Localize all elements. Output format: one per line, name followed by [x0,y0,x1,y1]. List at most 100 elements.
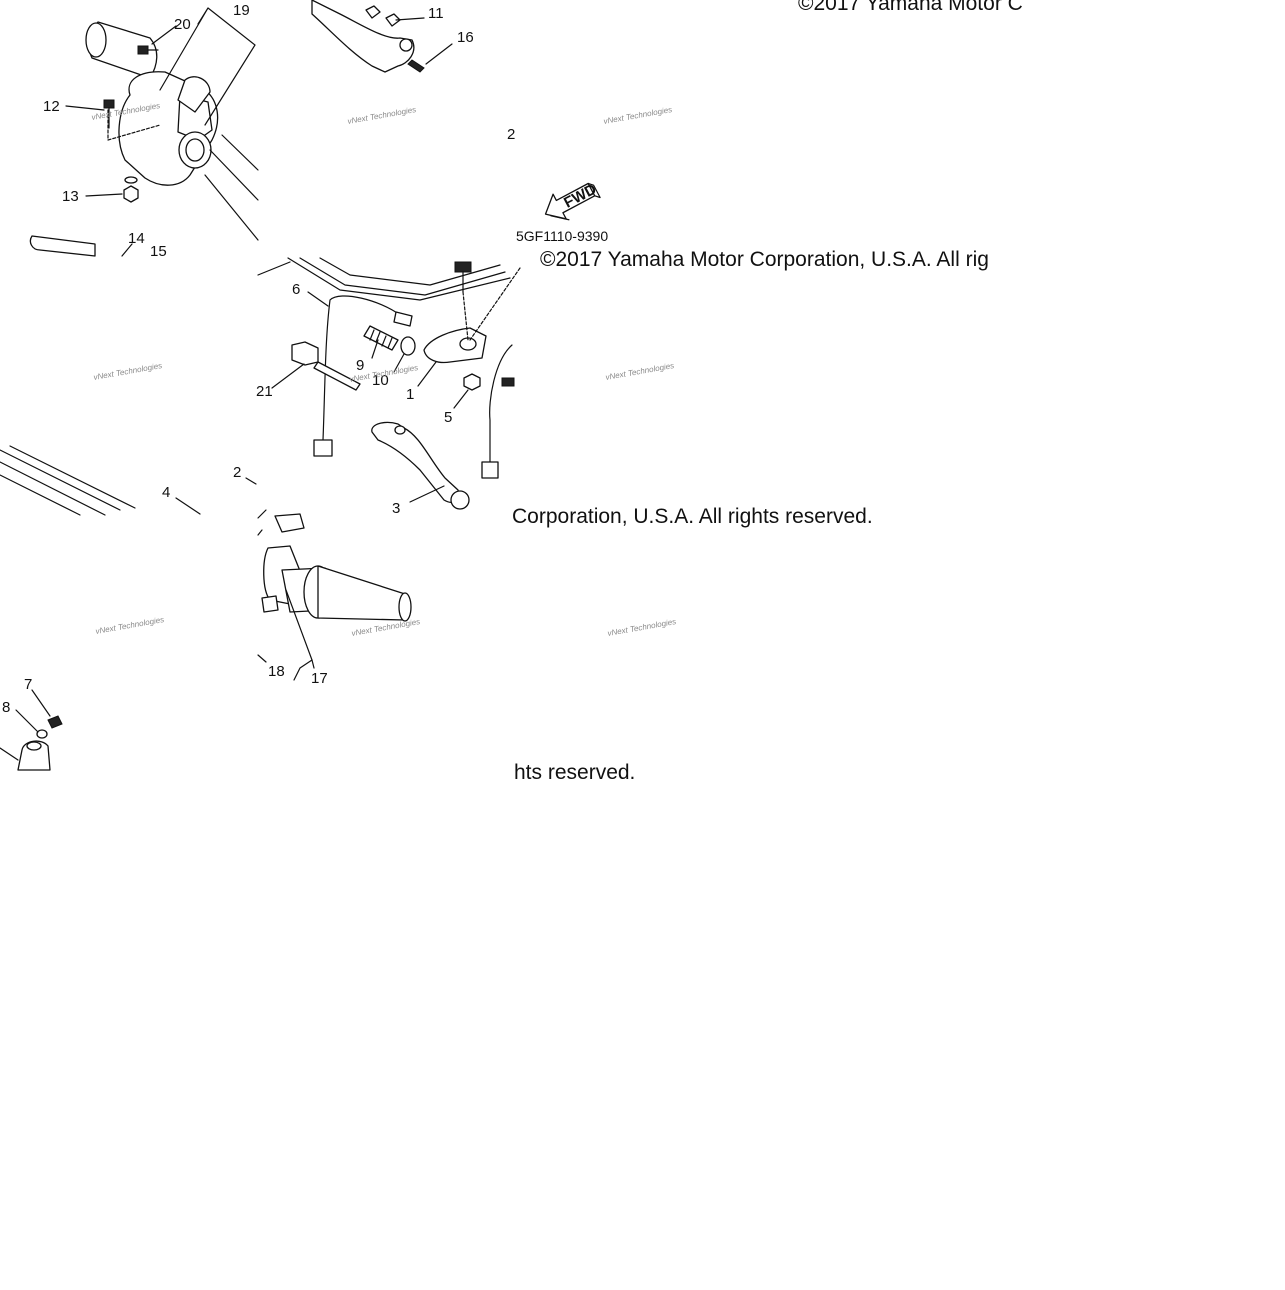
copyright-line-1: ©2017 Yamaha Motor C [798,0,1023,15]
brake-lever-part [311,0,415,73]
cable-end-14 [29,235,96,257]
connector-part [313,439,333,457]
tile-fwd: FWD [544,181,601,221]
leader-3 [409,485,445,503]
washer-13 [124,176,138,184]
washer-8 [36,729,48,739]
screw-20 [137,45,149,55]
callout-17: 17 [311,670,328,687]
nut-5 [463,373,481,391]
grip-end [85,22,107,58]
callout-14: 14 [128,230,145,247]
leader-7 [31,689,51,717]
leader-6 [307,291,329,307]
leader-16 [425,43,453,65]
lever-ball-end [450,490,470,510]
leader-17 [293,659,315,681]
right-screw [501,377,515,387]
tile-brake-lever [257,257,521,510]
tile-lever-top [311,0,453,73]
callout-19: 19 [233,2,250,19]
callout-9: 9 [356,357,364,374]
bracket-hole [26,741,42,751]
leader-20 [151,25,177,45]
callout-5: 5 [444,409,452,426]
fwd-label: FWD [561,181,599,212]
lever-pivot-hole [394,425,406,435]
bar-stub [257,509,267,536]
spring-9 [363,325,399,351]
watermark: vNext Technologies [95,615,165,636]
watermark: vNext Technologies [347,105,417,126]
leader-14 [121,243,133,257]
callout-1: 1 [406,386,414,403]
tile-throttle-housing [29,7,259,257]
screw-12 [103,99,115,109]
switch-clamp [274,513,305,533]
fwd-arrow-icon: FWD [544,181,601,221]
body-line-left [257,261,291,276]
handlebar-lines [204,134,259,241]
callout-20: 20 [174,16,191,33]
assembly-line [107,109,161,141]
bolt-part [454,261,472,273]
callout-11: 11 [428,5,444,22]
screw-7 [47,715,63,729]
watermark: vNext Technologies [93,361,163,382]
brake-lever-3 [371,421,460,504]
leader-19 [159,7,256,126]
leader-21 [271,363,305,389]
copyright-line-2: ©2017 Yamaha Motor Corporation, U.S.A. A… [540,248,989,271]
watermark: vNext Technologies [603,105,673,126]
leader-1 [417,361,437,387]
bracket-edge [0,747,19,761]
fwd-arrow-shape [544,182,596,220]
callout-16: 16 [457,29,474,46]
callout-3: 3 [392,500,400,517]
clamp-21 [291,341,319,366]
callout-15: 15 [150,243,167,260]
handlebar-lines-left [0,445,136,516]
part-code: 5GF1110-9390 [516,228,608,244]
spring-coils [369,329,393,349]
cable-fitting [393,311,413,327]
callout-21: 21 [256,383,273,400]
leader-2 [245,477,257,485]
tile-left-bar [0,445,257,516]
callout-8: 8 [2,699,10,716]
cable-tie [313,361,361,391]
fwd-arrow-depth [550,182,601,221]
washer-10 [400,336,416,356]
watermark: vNext Technologies [605,361,675,382]
leader-4 [175,497,201,515]
tile-bottom-left [0,689,63,771]
callout-12: 12 [43,98,60,115]
right-cable [489,344,513,463]
callout-4: 4 [162,484,170,501]
screw-16 [407,59,425,73]
callout-6: 6 [292,281,300,298]
leader-9 [371,339,379,359]
leader-8 [15,709,39,733]
nut-part [365,5,381,19]
callout-numbers: 19 20 12 13 14 15 11 16 2 6 9 10 1 21 5 … [2,2,515,716]
bracket-part [17,740,51,771]
leader-11 [395,17,425,21]
right-connector [481,461,499,479]
grip-tube [317,565,406,621]
copyright-line-4: hts reserved. [514,761,635,784]
callout-7: 7 [24,676,32,693]
callout-18: 18 [268,663,285,680]
nut-13 [123,185,139,203]
watermark: vNext Technologies [607,617,677,638]
assembly-line-2 [462,267,521,341]
callout-10: 10 [372,372,389,389]
leader-13 [85,193,123,197]
copyright-line-3: Corporation, U.S.A. All rights reserved. [512,505,873,528]
throttle-lever-part [177,76,211,113]
lever-holder-1 [423,327,487,364]
leader-5 [453,389,469,409]
leader-12 [65,105,105,111]
